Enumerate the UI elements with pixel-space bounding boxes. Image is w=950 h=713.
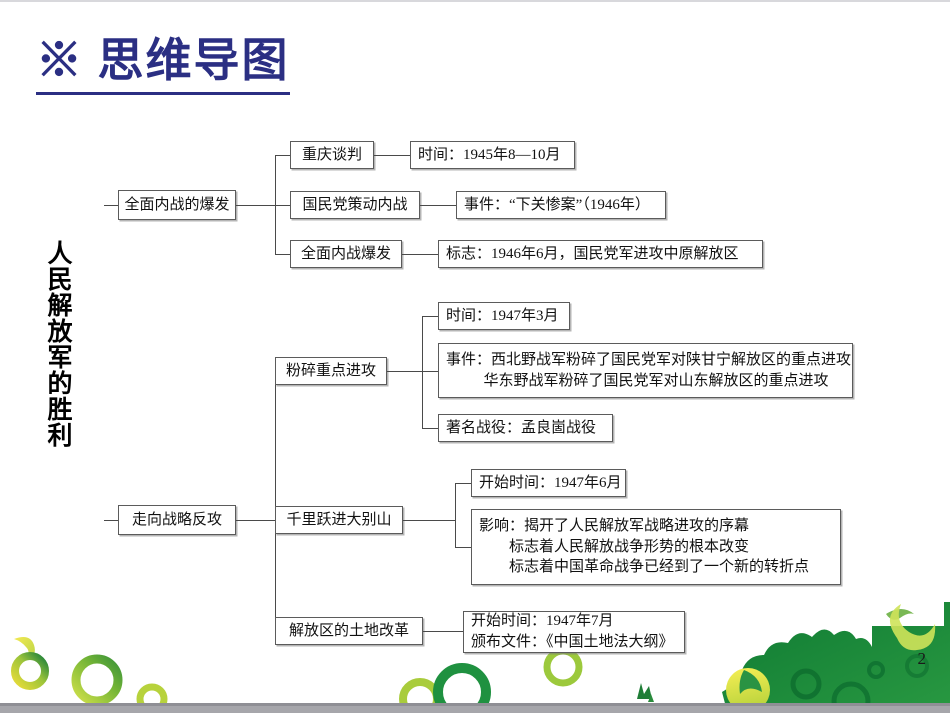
branch1-root-out-line: [236, 205, 275, 206]
node-civilwar-outbreak-detail-line: [402, 254, 438, 255]
node-smash-detail3-box[interactable]: 著名战役：孟良崮战役: [438, 414, 613, 442]
node-dabie-detail2-box[interactable]: 影响：揭开了人民解放军战略进攻的序幕 标志着人民解放战争形势的根本改变 标志着中…: [471, 509, 841, 585]
node-dabie-label: 千里跃进大别山: [286, 511, 392, 528]
node-chongqing-detail-box[interactable]: 时间：1945年8—10月: [410, 141, 575, 169]
vertical-topic-label: 人民解放军的胜利: [44, 240, 72, 448]
node-dabie-detail2-text: 影响：揭开了人民解放军战略进攻的序幕 标志着人民解放战争形势的根本改变 标志着中…: [479, 517, 810, 576]
page-title: ※ 思维导图: [36, 32, 290, 95]
branch1-root-left-stub: [104, 205, 118, 206]
node-smash-detail3-line: [422, 428, 438, 429]
node-civilwar-outbreak-detail-box[interactable]: 标志：1946年6月，国民党军进攻中原解放区: [438, 240, 763, 268]
node-dabie-detail2-line: [455, 547, 471, 548]
node-smash-detail2-line: [422, 371, 438, 372]
node-dabie-detail1-box[interactable]: 开始时间：1947年6月: [471, 469, 626, 497]
node-civilwar-outbreak-detail-text: 标志：1946年6月，国民党军进攻中原解放区: [446, 245, 739, 262]
node-dabie-box[interactable]: 千里跃进大别山: [275, 506, 403, 534]
branch1-root-box[interactable]: 全面内战的爆发: [118, 190, 236, 220]
branch2-spine: [275, 371, 276, 631]
branch1-child1-line: [275, 155, 290, 156]
node-dabie-detail1-line: [455, 483, 471, 484]
node-land-reform-detail-box[interactable]: 开始时间：1947年7月 颁布文件：《中国土地法大纲》: [463, 611, 685, 653]
node-dabie-detail1-text: 开始时间：1947年6月: [479, 474, 622, 491]
node-chongqing-box[interactable]: 重庆谈判: [290, 141, 374, 169]
node-smash-offensive-out-line: [387, 371, 422, 372]
node-kmt-plot-detail-text: 事件：“下关惨案”（1946年）: [464, 196, 650, 213]
node-dabie-out-line: [403, 520, 455, 521]
node-civilwar-outbreak-label: 全面内战爆发: [300, 245, 391, 262]
node-kmt-plot-detail-box[interactable]: 事件：“下关惨案”（1946年）: [456, 191, 666, 219]
branch2-root-out-line: [236, 520, 275, 521]
node-chongqing-detail-text: 时间：1945年8—10月: [418, 146, 561, 163]
branch1-child3-line: [275, 254, 290, 255]
node-chongqing-label: 重庆谈判: [301, 146, 362, 163]
node-smash-detail1-line: [422, 316, 438, 317]
branch2-root-box[interactable]: 走向战略反攻: [118, 505, 236, 535]
branch1-root-label: 全面内战的爆发: [124, 196, 230, 213]
node-smash-detail2-text: 事件：西北野战军粉碎了国民党军对陕甘宁解放区的重点进攻 华东野战军粉碎了国民党军…: [446, 351, 852, 389]
node-land-reform-detail-text: 开始时间：1947年7月 颁布文件：《中国土地法大纲》: [471, 613, 674, 650]
node-kmt-plot-detail-line: [420, 205, 456, 206]
node-smash-detail1-text: 时间：1947年3月: [446, 307, 559, 324]
branch2-root-left-stub: [104, 520, 118, 521]
page-number: 2: [917, 649, 927, 668]
node-land-reform-label: 解放区的土地改革: [288, 622, 409, 639]
node-smash-detail1-box[interactable]: 时间：1947年3月: [438, 302, 570, 330]
node-land-reform-box[interactable]: 解放区的土地改革: [275, 617, 423, 645]
branch2-root-label: 走向战略反攻: [131, 511, 222, 528]
node-kmt-plot-box[interactable]: 国民党策动内战: [290, 191, 420, 219]
node-dabie-spine: [455, 483, 456, 547]
node-civilwar-outbreak-box[interactable]: 全面内战爆发: [290, 240, 402, 268]
node-land-reform-out-line: [423, 631, 463, 632]
node-smash-offensive-spine: [422, 316, 423, 428]
node-smash-offensive-box[interactable]: 粉碎重点进攻: [275, 357, 387, 385]
node-kmt-plot-label: 国民党策动内战: [302, 196, 408, 213]
node-smash-offensive-label: 粉碎重点进攻: [285, 362, 376, 379]
node-smash-detail2-box[interactable]: 事件：西北野战军粉碎了国民党军对陕甘宁解放区的重点进攻 华东野战军粉碎了国民党军…: [438, 343, 853, 398]
branch1-child2-line: [275, 205, 290, 206]
node-smash-detail3-text: 著名战役：孟良崮战役: [446, 419, 597, 436]
node-chongqing-detail-line: [374, 155, 410, 156]
